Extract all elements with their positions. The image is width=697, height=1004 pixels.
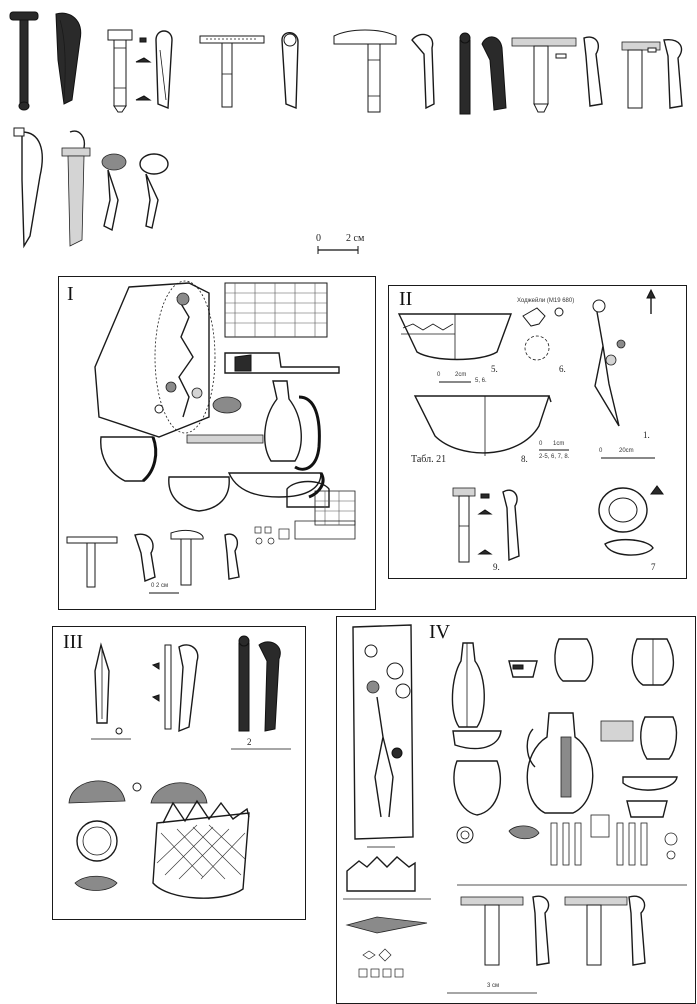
panel-ii: II Ходжейли (М19 680) [388,285,687,579]
fibula-drawing [9,11,683,249]
panel-ii-fig8: 8. [521,454,528,464]
fibula-7-side [663,39,683,109]
panel-iii: III 2 [52,626,306,920]
fibula-3-side [281,32,299,110]
panel-ii-fig5: 5. [491,364,498,374]
fibula-2-front [107,29,152,113]
panel-iii-label: III [63,631,83,653]
fibula-2-side [155,30,173,110]
panel-ii-label: II [399,288,413,310]
fibula-7-front [621,41,661,109]
panel-ii-fig6: 6. [559,364,566,374]
panel-iv-label: IV [429,621,451,643]
panel-iii-drawing [68,635,291,899]
panel-ii-scale-c-zero: 0 [599,448,603,454]
panel-iv-scale-label: 3 см [487,983,500,989]
top-scale-zero: 0 [316,233,321,244]
fibula-3-front [199,35,265,108]
fibula-4-side [411,33,435,110]
panel-ii-scale-a-len: 2cm [455,372,467,378]
fibula-9 [101,153,127,232]
panel-iv-drawing [343,624,687,994]
fibula-1-front [9,11,39,111]
panel-ii-scale-a-zero: 0 [437,372,441,378]
panel-iii-fig2: 2 [247,737,252,747]
fibula-5-front [459,32,471,115]
top-scale-length: 2 см [346,233,365,244]
fibula-10 [139,153,169,229]
fibula-6-side [583,36,603,107]
panel-ii-fig9: 9. [493,562,500,572]
panel-ii-scale-b-len: 1cm [553,441,565,447]
panel-i: I [58,276,376,610]
fibula-8-front [13,127,43,249]
panel-ii-scale-b-note: 2-5, 6, 7, 8. [539,454,570,460]
panel-ii-fig1: 1. [643,430,650,440]
panel-i-scale-label: 0 2 см [151,583,169,589]
panel-ii-table-label: Табл. 21 [411,454,447,465]
top-scale-bar [317,246,359,254]
panel-ii-header: Ходжейли (М19 680) [517,298,575,304]
fibula-5-side [481,36,507,111]
panel-ii-scale-c-len: 20cm [619,448,634,454]
panel-iv: IV [336,616,696,1004]
panel-ii-fig7: 7 [651,562,656,572]
panel-i-drawing [66,280,356,594]
fibula-6-front [511,37,577,113]
panel-i-label: I [67,283,74,305]
fibula-1-side [55,12,82,105]
panel-ii-scale-b-zero: 0 [539,441,543,447]
panel-ii-scale-a-note: 5, 6. [475,378,487,384]
panel-ii-drawing [397,288,664,563]
fibula-8-side [61,130,91,247]
fibula-4-front [333,29,397,113]
